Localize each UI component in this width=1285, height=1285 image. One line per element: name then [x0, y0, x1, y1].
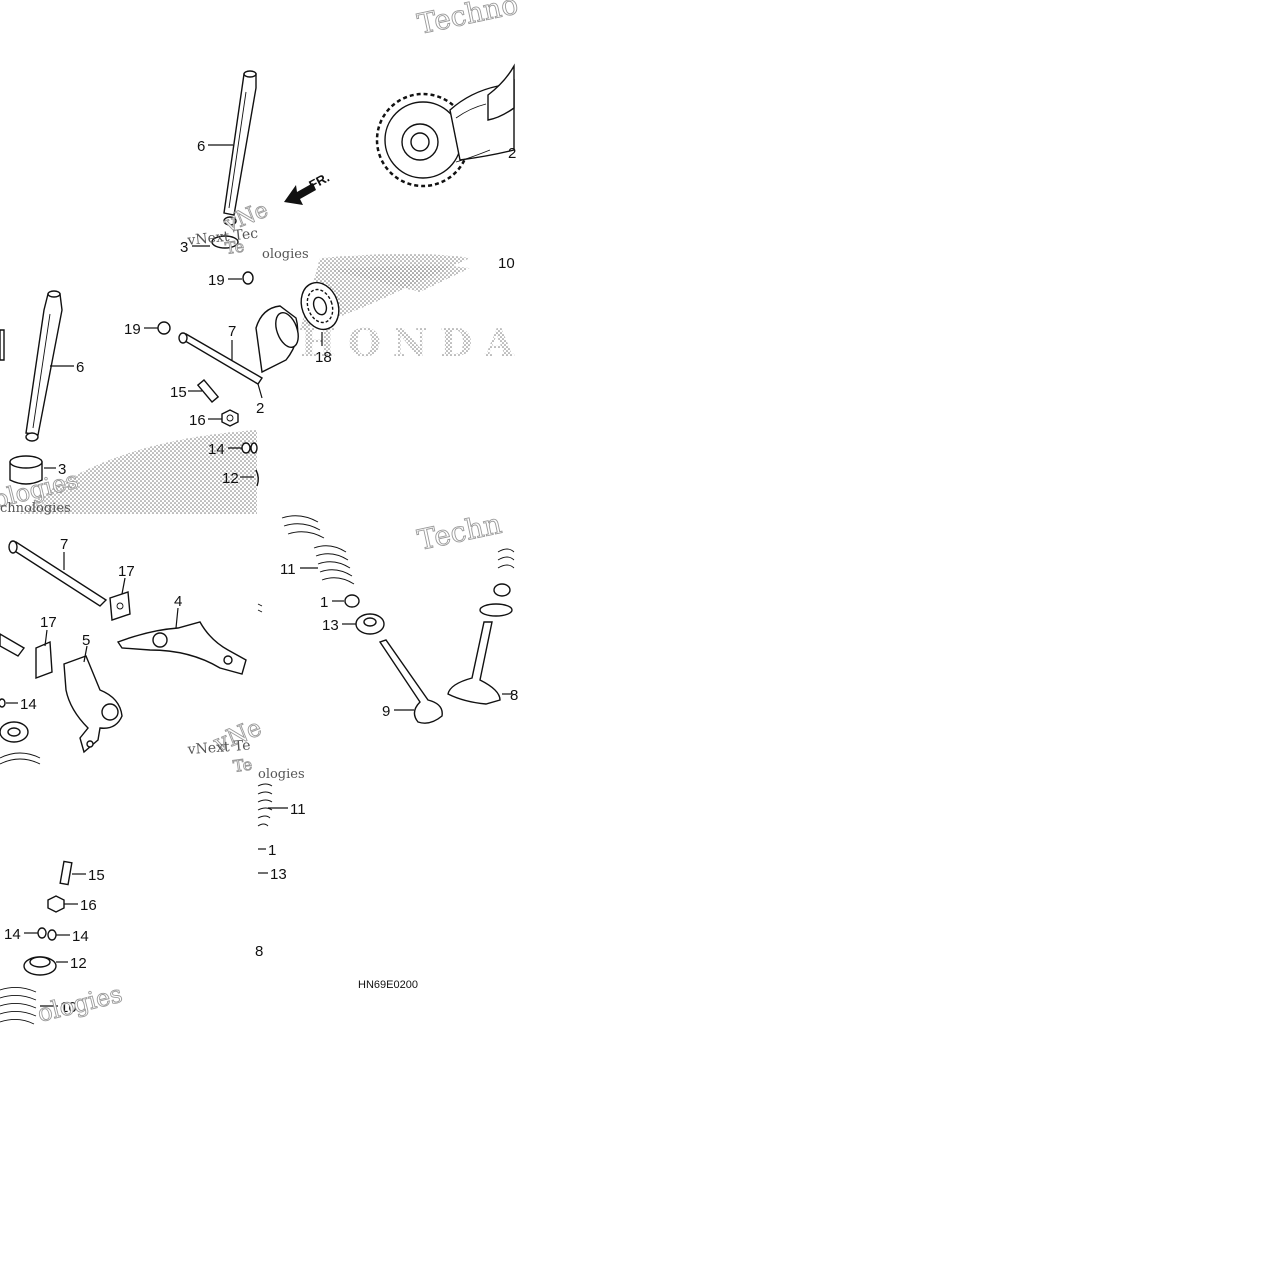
watermark-e: Techn: [415, 507, 505, 557]
callout-13-a: 13: [322, 617, 339, 634]
camshaft-gear-part: [375, 63, 515, 188]
spring-seat-part: [0, 987, 37, 1025]
callout-13-b: 13: [270, 866, 287, 883]
rocker-shaft-part-2: [0, 540, 108, 657]
callout-7-a: 7: [228, 323, 236, 340]
rocker-shaft-part: [178, 332, 263, 385]
watermark-l: Te: [232, 755, 253, 776]
callout-15-a: 15: [170, 384, 187, 401]
callout-14-c: 14: [4, 926, 21, 943]
callout-6-a: 6: [197, 138, 205, 155]
tile-adjusters: 15 16 14 14 12 10 ologies: [0, 860, 125, 1028]
tile-camshaft: Techno 2: [375, 0, 521, 188]
watermark-lower: ologies: [258, 767, 305, 782]
callout-2-a: 2: [256, 400, 264, 417]
watermark-h: ologies: [35, 980, 125, 1028]
callout-19-b: 19: [124, 321, 141, 338]
callout-3-b: 3: [58, 461, 66, 478]
cam-lobe-part: [255, 305, 299, 374]
watermark-g: ologies: [262, 247, 309, 262]
tile-valve-labels: ologies Te 11 1 13 8 HN69E0200: [231, 754, 418, 991]
callout-9: 9: [382, 703, 390, 720]
pushrod-part: [223, 70, 257, 226]
rocker-arm-5-part: [63, 655, 123, 754]
watermark-d: chnologies: [0, 501, 71, 516]
callout-7-b: 7: [60, 536, 68, 553]
callout-1-b: 1: [268, 842, 276, 859]
pushrod-cup-part: [9, 455, 43, 485]
callout-3-a: 3: [180, 239, 188, 256]
callout-12-a: 12: [222, 470, 239, 487]
callout-15-b: 15: [88, 867, 105, 884]
tile-rocker-shaft: HONDA ologies Te 19 10 19 18 7: [124, 236, 515, 487]
callout-2-b: 2: [508, 145, 516, 162]
valve-seal-part: [23, 956, 57, 976]
callout-5: 5: [82, 632, 90, 649]
callout-11-b: 11: [290, 801, 306, 818]
watermark-f: vNext Te: [186, 738, 251, 758]
callout-18: 18: [315, 349, 332, 366]
callout-10-b: 10: [60, 999, 77, 1016]
callout-14-d: 14: [72, 928, 89, 945]
watermark-j: Te: [224, 237, 245, 258]
callout-10-a: 10: [498, 255, 515, 272]
watermark-a: Techno: [415, 0, 521, 41]
callout-14-b: 14: [20, 696, 37, 713]
callout-19-a: 19: [208, 272, 225, 289]
intake-valve-part: [378, 639, 443, 724]
tile-pushrod-lower: 6 3 ologies chnologies: [0, 290, 257, 516]
callout-1-a: 1: [320, 594, 328, 611]
callout-17-b: 17: [40, 614, 57, 631]
valve-spring-part: [281, 515, 355, 585]
callout-6-b: 6: [76, 359, 84, 376]
callout-12-c: 12: [70, 955, 87, 972]
callout-8-b: 8: [255, 943, 263, 960]
rocker-arm-4-part: [116, 621, 247, 675]
callout-8-a: 8: [510, 687, 518, 704]
exhaust-valve-part: [447, 548, 515, 705]
tile-valves: Techn 11 1 13 9 8: [257, 506, 518, 724]
tile-rocker-arms: 7 17 4 17 5 14 vNe v: [0, 536, 266, 765]
front-direction-arrow: FR.: [284, 170, 332, 205]
diagram-code: HN69E0200: [358, 979, 418, 991]
callout-11-a: 11: [280, 561, 296, 578]
callout-4: 4: [174, 593, 182, 610]
callout-16-b: 16: [80, 897, 97, 914]
callout-17-a: 17: [118, 563, 135, 580]
callout-14-a: 14: [208, 441, 225, 458]
callout-16-a: 16: [189, 412, 206, 429]
pushrod-part-2: [25, 290, 63, 442]
tile-pushrod-upper: 6 3 vNext Tec vNe FR.: [180, 70, 332, 256]
watermark-b: vNext Tec: [186, 226, 259, 249]
bearing-part: [300, 281, 340, 331]
